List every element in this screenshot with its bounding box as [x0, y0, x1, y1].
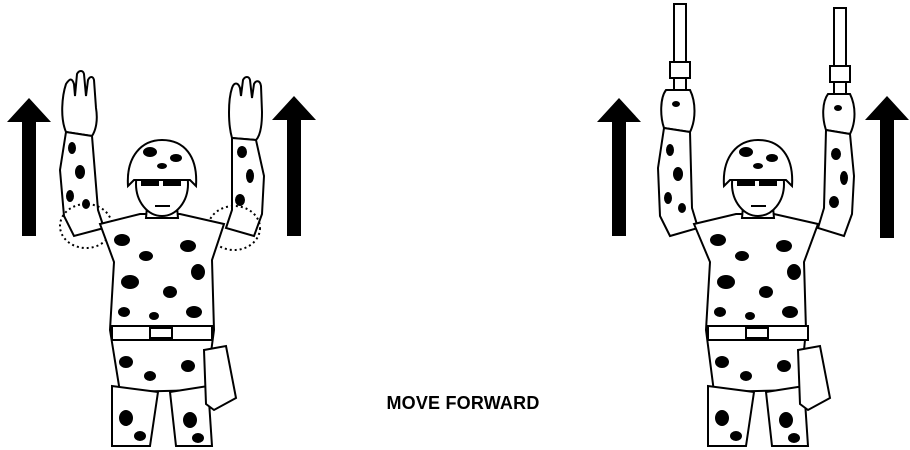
arrow-up-icon	[7, 98, 51, 236]
signalman-wands-figure	[590, 0, 910, 450]
signalman-hands-figure	[0, 0, 330, 450]
soldier-illustration	[658, 90, 855, 446]
light-wand-icon	[830, 8, 850, 96]
arrow-up-icon	[865, 96, 909, 238]
arrow-up-icon	[272, 96, 316, 236]
light-wand-icon	[670, 4, 690, 92]
arrow-up-icon	[597, 98, 641, 236]
signal-caption: MOVE FORWARD	[343, 393, 583, 414]
soldier-illustration	[60, 71, 264, 446]
